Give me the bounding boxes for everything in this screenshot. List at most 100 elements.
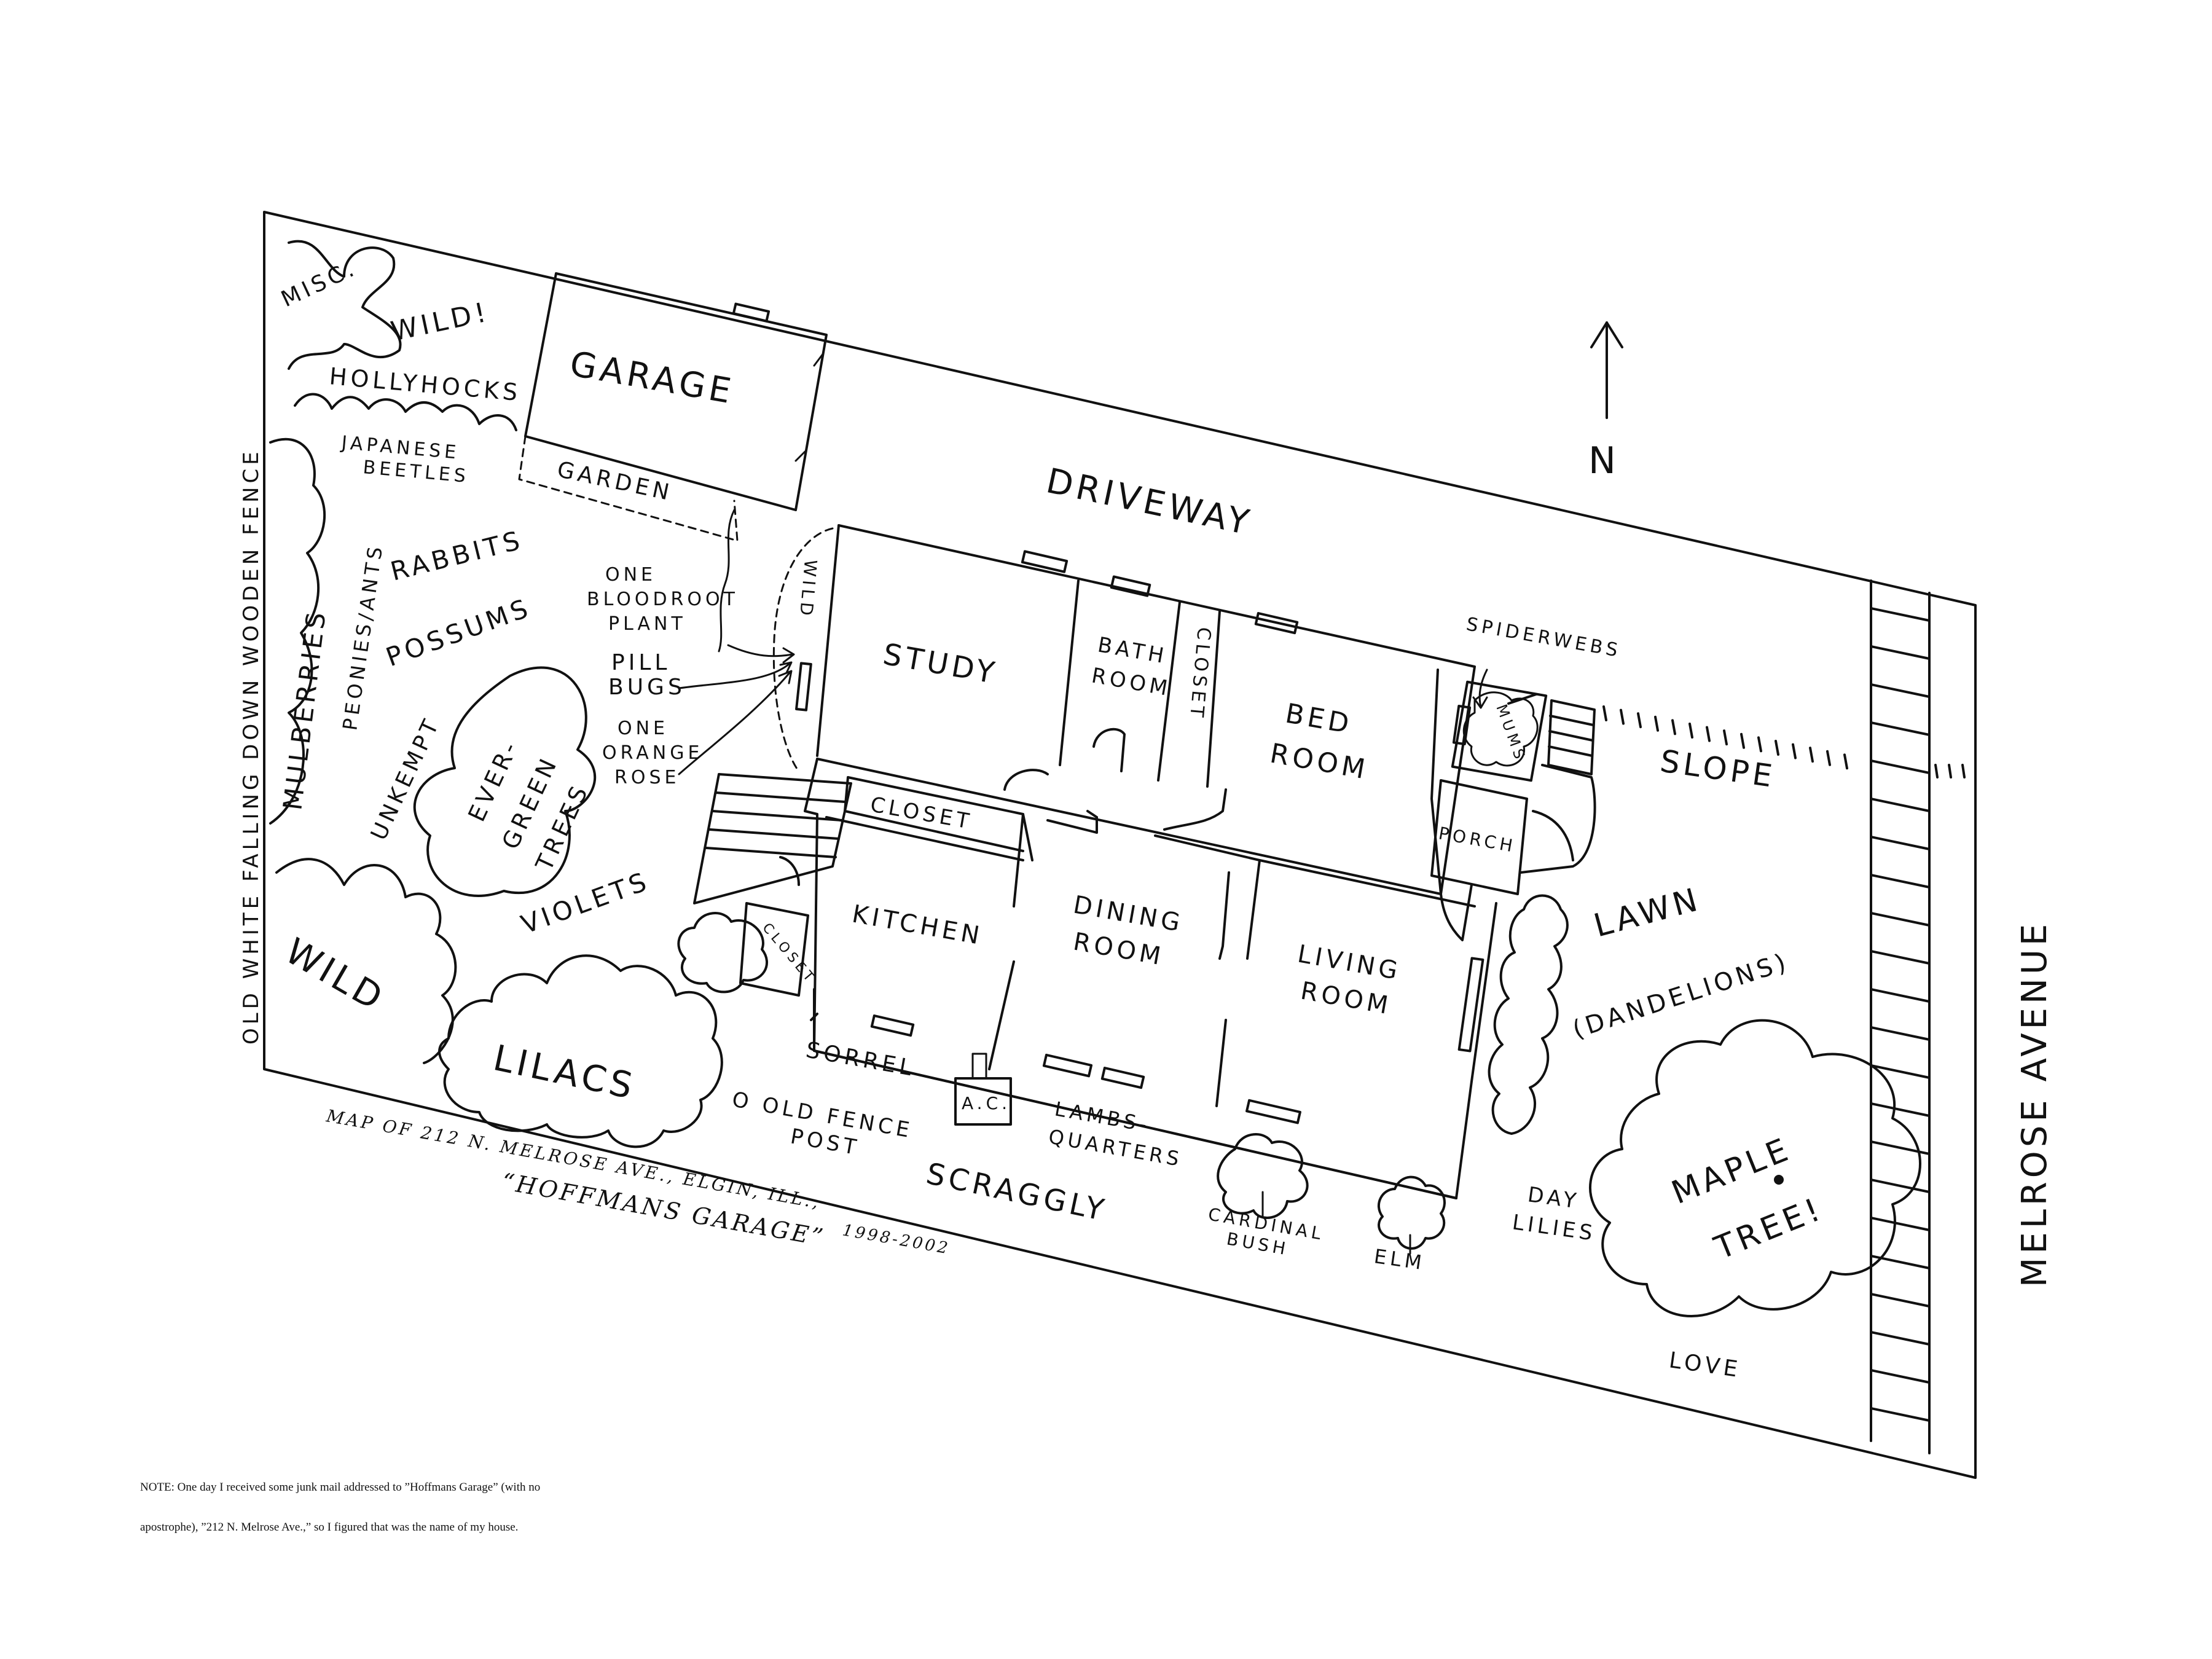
label-closet-vertical: CLOSET	[1185, 626, 1215, 721]
label-orange-rose-1: ONE	[618, 718, 669, 739]
label-misc: MISC.	[277, 256, 361, 313]
sidewalk-joint	[1870, 1293, 1931, 1308]
label-living-room: ROOM	[1298, 977, 1394, 1021]
back-stairs	[693, 773, 852, 997]
house-south-wall	[810, 988, 1457, 1199]
label-tree: TREE!	[1709, 1190, 1828, 1267]
door-arcs	[779, 728, 1473, 941]
shrub-by-stairs	[677, 912, 769, 994]
garden-side-line	[718, 509, 735, 653]
house-outline	[804, 524, 1497, 1199]
map-labels: MISC. WILD! HOLLYHOCKS JAPANESE BEETLES …	[239, 256, 2055, 1383]
slope-tick	[1706, 726, 1711, 742]
slope-tick	[1620, 708, 1625, 725]
slope-tick	[1843, 753, 1848, 770]
label-bloodroot-3: PLANT	[608, 613, 686, 635]
bloodroot-arrow	[727, 644, 795, 664]
label-day: DAY	[1526, 1182, 1582, 1214]
label-fence: OLD WHITE FALLING DOWN WOODEN FENCE	[239, 448, 264, 1045]
hollyhocks-border	[294, 393, 517, 431]
sidewalk-joint	[1870, 1369, 1931, 1384]
label-scraggly: SCRAGGLY	[924, 1156, 1111, 1228]
label-sorrel: SORREL	[804, 1037, 917, 1081]
label-maple: MAPLE	[1666, 1131, 1796, 1212]
sidewalk-joint	[1870, 950, 1931, 965]
house-west-wall	[816, 524, 840, 757]
label-wild-top: WILD!	[388, 296, 493, 348]
spiderwebs-arrow	[1472, 669, 1488, 709]
sidewalk-joint	[1870, 798, 1931, 812]
pillbugs-arrow	[678, 661, 793, 689]
sidewalk-joint	[1870, 721, 1931, 736]
slope-tick	[1654, 715, 1659, 732]
label-orange-rose-2: ORANGE	[602, 742, 703, 764]
label-orange-rose-3: ROSE	[614, 767, 680, 788]
sidewalk-joint	[1870, 874, 1931, 888]
label-driveway: DRIVEWAY	[1043, 461, 1256, 543]
sidewalk-joint	[1870, 836, 1931, 850]
label-possums: POSSUMS	[382, 592, 535, 673]
maple-tree	[1589, 1019, 1921, 1317]
sidewalk-joint	[1870, 1179, 1931, 1193]
sidewalk-joint	[1870, 1064, 1931, 1079]
sidewalk-joint	[1870, 607, 1931, 622]
note-line-2: apostrophe), ”212 N. Melrose Ave.,” so I…	[140, 1521, 519, 1534]
label-melrose: MELROSE AVENUE	[2015, 920, 2055, 1287]
label-dining-room: ROOM	[1071, 928, 1166, 971]
front-stairs	[1507, 693, 1596, 874]
mums-bush	[1462, 691, 1539, 767]
slope-tick	[1809, 747, 1814, 763]
day-lilies-hedge	[1488, 894, 1569, 1135]
label-dandelions: (DANDELIONS)	[1569, 947, 1793, 1044]
label-elm: ELM	[1373, 1244, 1427, 1274]
label-garage: GARAGE	[567, 344, 738, 412]
slope-tick	[1775, 740, 1779, 756]
sidewalk-joint	[1870, 759, 1931, 774]
sidewalk-joint	[1870, 1102, 1931, 1117]
porch-outline	[1430, 779, 1528, 895]
label-japanese: JAPANESE	[339, 432, 460, 464]
slope-tick	[1688, 723, 1693, 739]
north-arrow-icon	[1590, 321, 1623, 419]
label-lilacs: LILACS	[490, 1037, 640, 1107]
label-peonies: PEONIES/ANTS	[338, 542, 387, 732]
label-study: STUDY	[880, 637, 1000, 691]
label-unkempt: UNKEMPT	[366, 713, 445, 844]
slope-tick	[1792, 743, 1797, 759]
cardinal-bush	[1217, 1133, 1309, 1219]
label-mulberries: MULBERRIES	[277, 607, 332, 812]
slope-hatching	[1602, 705, 1966, 779]
label-bed: BED	[1283, 698, 1355, 740]
orange-rose-arrow	[678, 670, 793, 775]
label-garden: GARDEN	[555, 457, 675, 506]
label-closet-small: CLOSET	[759, 920, 818, 987]
slope-tick	[1671, 719, 1676, 735]
caption-years: 1998-2002	[841, 1221, 952, 1258]
house-windows	[795, 550, 1484, 1124]
sidewalk-joint	[1870, 1026, 1931, 1041]
slope-tick	[1934, 764, 1939, 779]
label-ac: A.C.	[962, 1093, 1011, 1113]
sidewalk-joint	[1870, 912, 1931, 927]
property-boundary	[263, 211, 1977, 1479]
label-bath: BATH	[1096, 632, 1169, 669]
evergreen-trees-outline	[413, 666, 597, 897]
sidewalk-joint	[1870, 1331, 1931, 1346]
label-wild-strip: WILD	[796, 559, 821, 620]
slope-tick	[1948, 764, 1952, 779]
label-violets: VIOLETS	[517, 866, 654, 940]
label-lilies: LILIES	[1511, 1210, 1598, 1246]
slope-tick	[1723, 729, 1728, 746]
sidewalk-joint	[1870, 1217, 1931, 1231]
sidewalk-joint	[1870, 1140, 1931, 1155]
misc-wild-bush	[288, 240, 402, 370]
slope-tick	[1961, 764, 1966, 779]
mums-planter	[1451, 680, 1548, 782]
note-line-1: NOTE: One day I received some junk mail …	[140, 1481, 541, 1494]
slope-tick	[1637, 712, 1642, 729]
mulberries-bush	[269, 437, 326, 825]
slope-tick	[1826, 750, 1831, 766]
sidewalk-joint	[1870, 683, 1931, 698]
lilacs-bush	[438, 954, 723, 1148]
